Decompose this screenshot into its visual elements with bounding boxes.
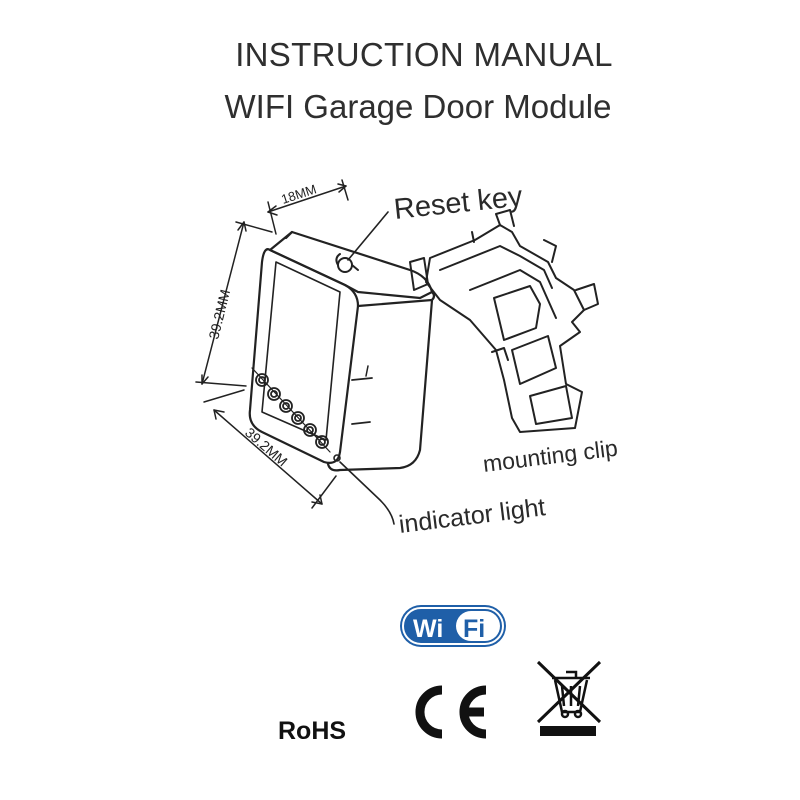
indicator-light-leader bbox=[339, 461, 395, 525]
dimension-height bbox=[195, 221, 273, 387]
mounting-clip-label: mounting clip bbox=[481, 435, 619, 477]
dimension-depth bbox=[203, 389, 337, 509]
manual-title: INSTRUCTION MANUAL bbox=[235, 36, 613, 73]
ce-mark bbox=[415, 685, 487, 739]
depth-dimension-label: 39.2MM bbox=[242, 424, 291, 469]
module-body bbox=[248, 230, 436, 472]
weee-bin-icon bbox=[536, 660, 602, 736]
indicator-light-label: indicator light bbox=[397, 493, 547, 539]
indicator-light bbox=[333, 454, 341, 462]
reset-key-leader bbox=[347, 211, 389, 261]
height-dimension-label: 39.2MM bbox=[205, 288, 233, 341]
reset-key-icon bbox=[335, 253, 359, 273]
width-dimension-label: 18MM bbox=[279, 181, 318, 206]
rohs-mark: RoHS bbox=[278, 717, 346, 745]
terminal-holes bbox=[251, 367, 331, 453]
reset-key-label: Reset key bbox=[392, 181, 524, 226]
svg-text:Fi: Fi bbox=[463, 615, 485, 643]
dimension-width bbox=[267, 179, 349, 235]
mounting-clip bbox=[409, 209, 599, 433]
svg-text:Wi: Wi bbox=[413, 615, 443, 643]
wifi-logo: Wi Fi bbox=[400, 605, 506, 647]
product-name: WIFI Garage Door Module bbox=[224, 88, 612, 125]
